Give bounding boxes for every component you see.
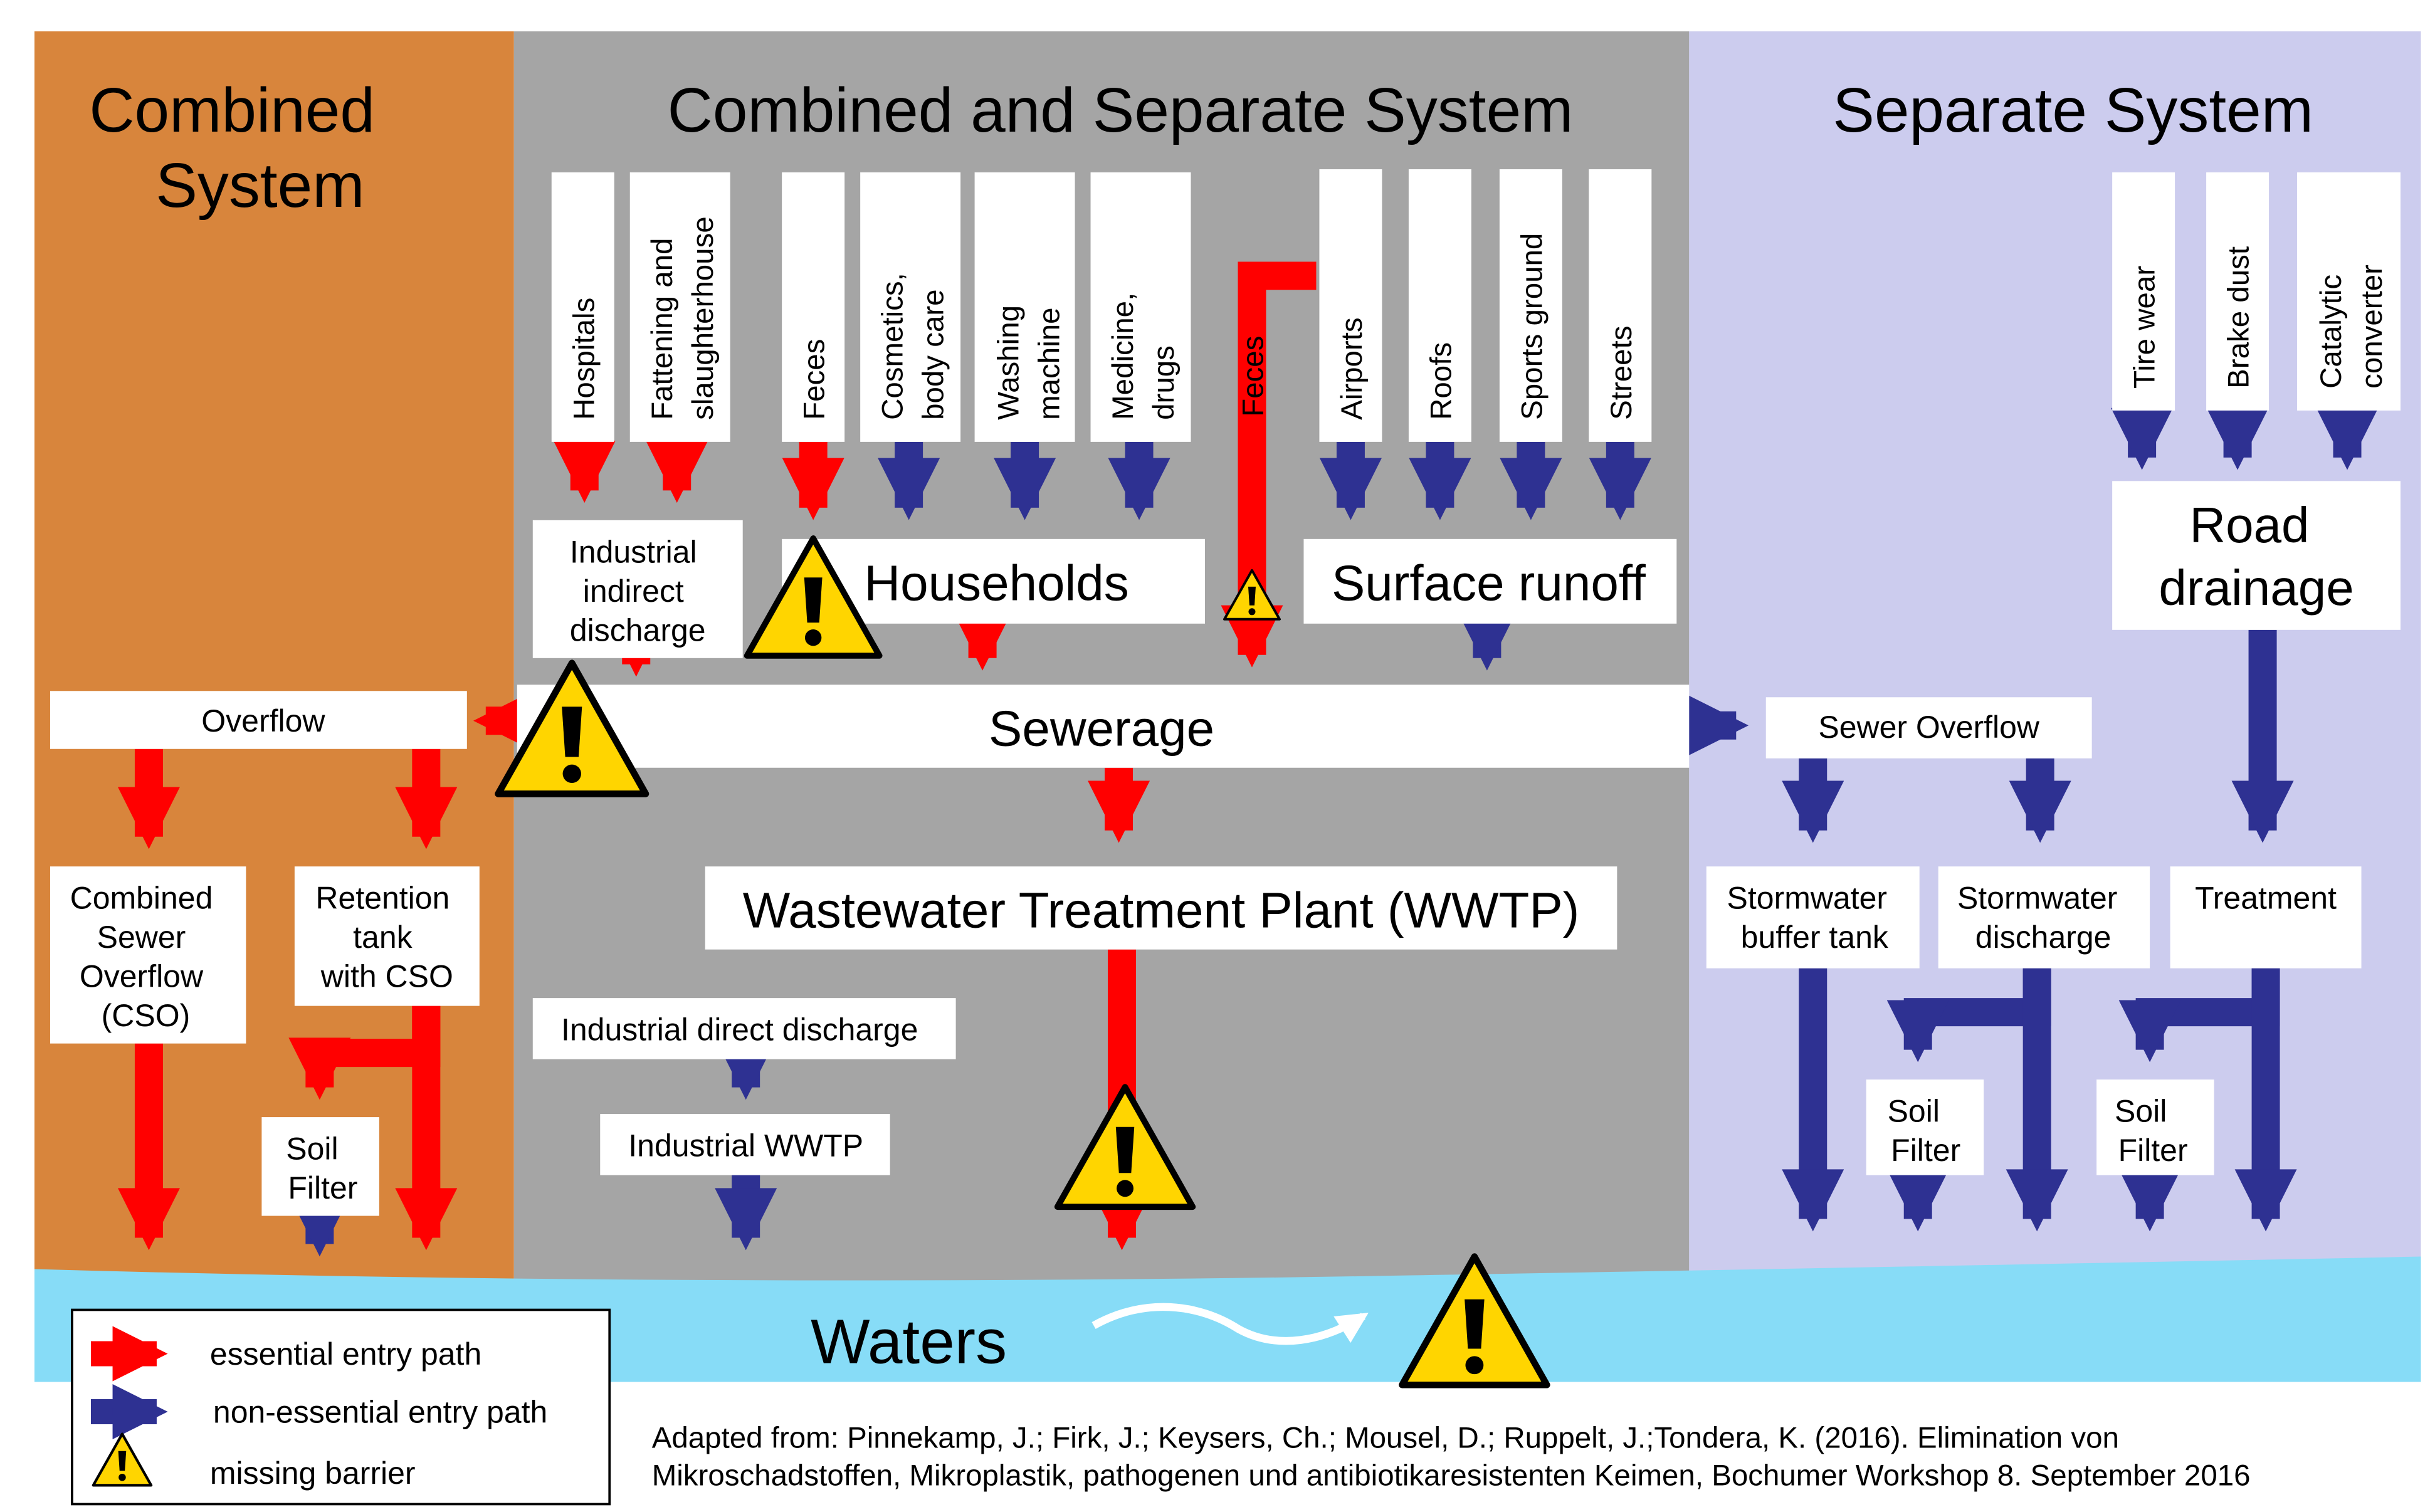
source-cosmetics-label-2: body care [917,289,950,419]
overflow-label: Overflow [201,703,325,738]
sewer-overflow-box [1765,697,2092,759]
source-fattening-label: Fattening and [646,238,679,420]
cso-box [50,866,246,1044]
source-roofs-box [1408,169,1471,442]
citation-line-2: Mikroschadstoffen, Mikroplastik, pathoge… [652,1459,2251,1492]
source-cosmetics-box [860,172,961,442]
soil-filter-discharge-box [1866,1079,1984,1175]
industrial-indirect-label: Industrial indirect discharge [570,534,706,648]
water-flow-arrow [1091,1303,1369,1345]
source-medicine-label: Medicine, [1107,293,1140,420]
source-feces-box [782,172,845,442]
soil-filter-discharge-label: Soil Filter [1888,1094,1961,1168]
source-roofs-label: Roofs [1424,342,1458,420]
waters-label: Waters [811,1307,1007,1377]
source-washing-label-2: machine [1033,307,1066,419]
sewer-overflow-label: Sewer Overflow [1818,710,2040,745]
soil-filter-treatment-box [2096,1079,2214,1175]
stormwater-buffer-box [1706,866,1920,969]
soil-filter-combined-label: Soil Filter [286,1131,357,1205]
surface-runoff-label: Surface runoff [1332,555,1646,611]
industrial-wwtp-box [600,1114,890,1175]
source-cosmetics-label: Cosmetics, [876,273,910,420]
industrial-indirect-box [532,520,743,658]
soil-filter-treatment-label: Soil Filter [2115,1094,2188,1168]
source-medicine-box [1090,172,1191,442]
source-fattening-box [629,172,730,442]
industrial-direct-box [532,998,956,1059]
source-streets-label: Streets [1605,325,1638,419]
source-airports-label: Airports [1335,317,1369,420]
treatment-label: Treatment [2195,881,2337,916]
households-label: Households [864,555,1128,611]
sewerage-box [517,685,1690,768]
source-feces-runoff-label: Feces [1236,336,1270,417]
source-washing-label: Washing [992,305,1026,420]
source-sports-label: Sports ground [1515,233,1549,420]
sewerage-label: Sewerage [989,701,1214,757]
source-hospitals-label: Hospitals [567,298,601,420]
source-streets-box [1589,169,1652,442]
source-brake-label: Brake dust [2222,246,2256,389]
citation-line-1: Adapted from: Pinnekamp, J.; Firk, J.; K… [652,1421,2119,1454]
stormwater-discharge-label: Stormwater discharge [1957,881,2126,955]
soil-filter-combined-box [261,1117,379,1216]
retention-label: Retention tank with CSO [315,881,458,994]
source-tire-box [2112,172,2175,411]
arrow-feces-runoff [1221,261,1317,668]
source-catalytic-label: Catalytic [2315,275,2348,389]
surface-runoff-box [1303,538,1677,624]
industrial-direct-label: Industrial direct discharge [561,1012,918,1047]
source-brake-box [2206,172,2269,411]
source-fattening-label-2: slaughterhouse [686,216,720,420]
source-catalytic-box [2297,172,2401,411]
industrial-wwtp-label: Industrial WWTP [628,1128,863,1163]
combined-separate-title: Combined and Separate System [668,75,1574,145]
treatment-box [2170,866,2362,969]
combined-system-title: Combined System [89,0,418,221]
source-tire-label: Tire wear [2128,266,2162,389]
retention-box [294,866,480,1006]
legend-missing-barrier-label: missing barrier [210,1456,416,1491]
overflow-box [50,691,467,749]
legend-non-essential-label: non-essential entry path [213,1394,547,1429]
source-hospitals-box [551,172,614,442]
wwtp-box [705,866,1617,950]
source-medicine-label-2: drugs [1147,345,1181,420]
legend-essential-label: essential entry path [210,1336,481,1372]
road-drainage-label: Road drainage [2159,497,2353,616]
road-drainage-box [2112,481,2401,630]
source-catalytic-label-2: converter [2355,265,2389,389]
source-airports-box [1319,169,1382,442]
source-sports-box [1499,169,1562,442]
cso-label: Combined Sewer Overflow (CSO) [70,881,222,1033]
stormwater-discharge-box [1938,866,2150,969]
source-washing-box [974,172,1075,442]
separate-system-title: Separate System [1833,75,2313,145]
stormwater-buffer-label: Stormwater buffer tank [1727,881,1896,955]
source-feces-label: Feces [798,339,831,420]
wwtp-label: Wastewater Treatment Plant (WWTP) [743,883,1580,938]
